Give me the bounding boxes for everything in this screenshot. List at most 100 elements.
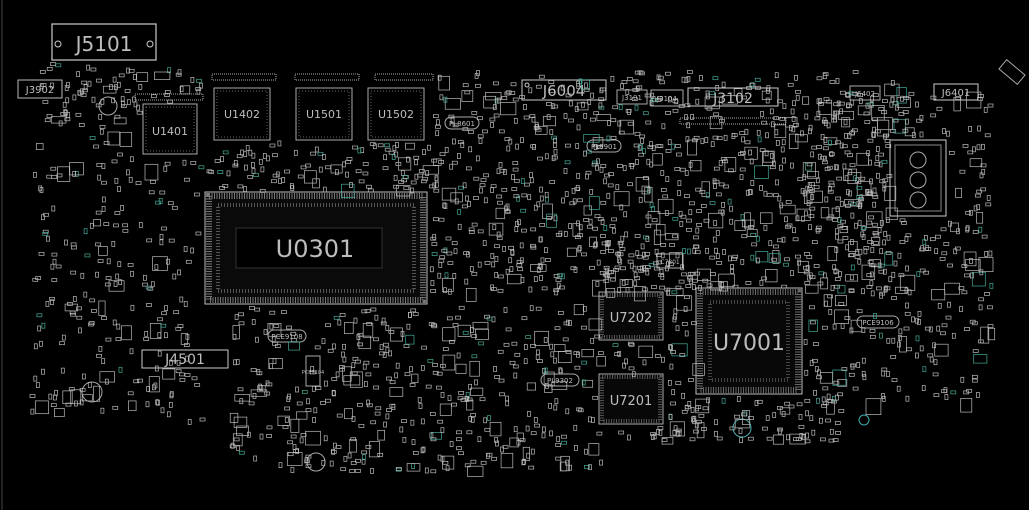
passive-footprint bbox=[885, 207, 898, 220]
passive-footprint bbox=[132, 74, 137, 80]
passive-footprint bbox=[462, 83, 469, 88]
passive-footprint bbox=[745, 189, 750, 196]
passive-footprint bbox=[674, 167, 681, 171]
component-right-power-block[interactable] bbox=[889, 139, 947, 217]
passive-footprint bbox=[183, 301, 188, 307]
passive-footprint bbox=[904, 287, 909, 294]
passive-footprint bbox=[946, 130, 950, 137]
passive-footprint bbox=[594, 334, 601, 339]
passive-footprint bbox=[838, 271, 842, 277]
passive-footprint bbox=[33, 343, 38, 350]
passive-footprint bbox=[666, 289, 670, 296]
passive-footprint bbox=[436, 119, 440, 126]
component-U1502[interactable]: U1502 bbox=[367, 87, 425, 141]
passive-footprint bbox=[618, 430, 625, 435]
passive-footprint bbox=[712, 135, 719, 140]
passive-footprint bbox=[751, 242, 758, 247]
passive-footprint bbox=[577, 408, 584, 413]
component-U7202[interactable]: U7202 bbox=[598, 291, 664, 341]
component-top-right-connector[interactable] bbox=[998, 58, 1026, 86]
component-J6004[interactable]: J6004 bbox=[521, 79, 607, 101]
passive-footprint bbox=[801, 215, 805, 222]
component-U7001[interactable]: U7001 bbox=[695, 287, 803, 395]
passive-footprint bbox=[884, 83, 900, 97]
component-U7201[interactable]: U7201 bbox=[598, 373, 664, 425]
passive-footprint bbox=[51, 175, 58, 179]
passive-footprint bbox=[83, 84, 88, 91]
passive-footprint bbox=[466, 430, 473, 435]
passive-footprint bbox=[135, 181, 142, 185]
passive-footprint bbox=[595, 280, 600, 287]
passive-footprint bbox=[861, 225, 866, 232]
component-J6402[interactable]: J6402 bbox=[849, 85, 881, 101]
passive-footprint bbox=[713, 112, 719, 117]
passive-footprint bbox=[577, 198, 583, 203]
passive-footprint bbox=[508, 257, 513, 264]
passive-footprint bbox=[474, 73, 479, 79]
passive-footprint bbox=[766, 85, 771, 92]
passive-footprint bbox=[436, 371, 443, 376]
passive-footprint bbox=[837, 379, 848, 387]
passive-footprint bbox=[714, 419, 718, 426]
passive-footprint bbox=[438, 258, 445, 263]
passive-footprint bbox=[585, 173, 589, 180]
passive-footprint bbox=[341, 183, 355, 198]
passive-footprint bbox=[86, 64, 90, 71]
passive-footprint bbox=[718, 182, 725, 187]
passive-footprint bbox=[805, 265, 810, 271]
component-PL8901[interactable]: PL8901 bbox=[586, 139, 622, 153]
passive-footprint bbox=[523, 358, 528, 365]
passive-footprint bbox=[824, 196, 829, 203]
passive-footprint bbox=[856, 185, 863, 190]
passive-footprint bbox=[550, 103, 555, 109]
passive-footprint bbox=[791, 116, 796, 122]
component-J4501[interactable]: J4501 bbox=[141, 349, 229, 369]
passive-footprint bbox=[370, 468, 374, 474]
passive-footprint bbox=[330, 164, 343, 174]
passive-footprint bbox=[355, 169, 362, 174]
passive-footprint bbox=[144, 330, 149, 337]
passive-footprint bbox=[443, 287, 447, 294]
passive-footprint bbox=[561, 197, 565, 204]
component-J3902[interactable]: J3902 bbox=[17, 79, 63, 99]
passive-footprint bbox=[748, 416, 754, 420]
passive-footprint bbox=[869, 280, 874, 287]
passive-footprint bbox=[838, 301, 845, 306]
passive-footprint bbox=[490, 184, 497, 189]
passive-footprint bbox=[883, 133, 889, 138]
passive-footprint bbox=[756, 129, 761, 136]
passive-footprint bbox=[530, 448, 535, 455]
passive-footprint bbox=[388, 350, 392, 357]
passive-footprint bbox=[379, 344, 384, 351]
passive-footprint bbox=[78, 123, 85, 127]
passive-footprint bbox=[489, 117, 496, 122]
component-U1501[interactable]: U1501 bbox=[295, 87, 353, 141]
component-J5101[interactable]: J5101 bbox=[51, 23, 157, 61]
component-PCE9106[interactable]: PCE9106 bbox=[856, 315, 900, 329]
passive-footprint bbox=[509, 360, 516, 365]
passive-footprint bbox=[897, 341, 901, 348]
component-U1402[interactable]: U1402 bbox=[213, 87, 271, 141]
passive-footprint bbox=[730, 264, 734, 270]
passive-footprint bbox=[472, 321, 489, 330]
passive-footprint bbox=[495, 440, 499, 447]
passive-footprint bbox=[494, 256, 499, 262]
passive-footprint bbox=[720, 209, 725, 216]
passive-footprint bbox=[101, 206, 106, 212]
passive-footprint bbox=[471, 334, 478, 338]
passive-footprint bbox=[802, 174, 807, 181]
passive-footprint bbox=[804, 439, 811, 444]
passive-footprint bbox=[109, 84, 113, 90]
label-PCE9108: PCE9108 bbox=[271, 333, 302, 341]
passive-footprint bbox=[50, 299, 54, 306]
passive-footprint bbox=[273, 324, 280, 328]
passive-footprint bbox=[430, 289, 437, 293]
component-PL8601[interactable]: PL8601 bbox=[444, 116, 480, 130]
component-U0301[interactable]: U0301 bbox=[204, 191, 428, 305]
component-U1401[interactable]: U1401 bbox=[142, 103, 198, 155]
passive-footprint bbox=[479, 183, 486, 188]
passive-footprint bbox=[828, 139, 832, 146]
passive-footprint bbox=[513, 178, 520, 183]
passive-footprint bbox=[543, 371, 555, 387]
